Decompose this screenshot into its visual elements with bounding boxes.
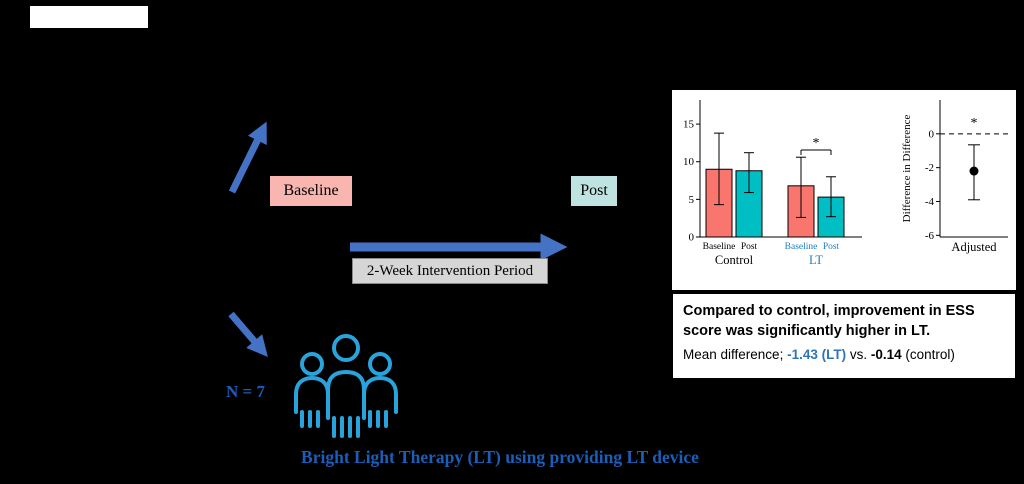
- baseline-label: Baseline: [270, 176, 352, 206]
- intervention-period-label: 2-Week Intervention Period: [352, 258, 548, 284]
- therapy-caption: Bright Light Therapy (LT) using providin…: [301, 447, 699, 467]
- svg-text:Difference in Difference: Difference in Difference: [901, 115, 913, 223]
- svg-text:Baseline: Baseline: [785, 242, 818, 252]
- svg-text:0: 0: [929, 128, 935, 140]
- summary-box: Compared to control, improvement in ESS …: [672, 293, 1016, 379]
- svg-text:10: 10: [683, 156, 695, 168]
- arrow-up-icon: [228, 121, 267, 194]
- mean-suffix: (control): [901, 346, 955, 362]
- mean-lt-value: -1.43 (LT): [787, 346, 847, 362]
- svg-text:0: 0: [689, 232, 695, 244]
- group-people-icon: [294, 334, 398, 438]
- mean-mid: vs.: [846, 346, 871, 362]
- summary-headline: Compared to control, improvement in ESS …: [683, 303, 975, 340]
- svg-text:LT: LT: [809, 253, 823, 267]
- svg-text:-6: -6: [925, 230, 935, 242]
- svg-text:-4: -4: [925, 196, 935, 208]
- svg-text:*: *: [813, 136, 820, 151]
- svg-text:*: *: [971, 116, 978, 131]
- svg-text:5: 5: [689, 194, 695, 206]
- arrow-down-icon: [228, 311, 268, 357]
- mean-difference-line: Mean difference; -1.43 (LT) vs. -0.14 (c…: [683, 347, 1005, 362]
- svg-text:Post: Post: [823, 242, 840, 252]
- svg-text:Adjusted: Adjusted: [951, 240, 997, 254]
- svg-text:Post: Post: [741, 242, 758, 252]
- svg-text:15: 15: [683, 119, 695, 131]
- svg-text:Control: Control: [715, 253, 754, 267]
- svg-text:-2: -2: [925, 162, 934, 174]
- mean-prefix: Mean difference;: [683, 346, 788, 362]
- mean-control-value: -0.14: [870, 346, 902, 362]
- sample-size-label: N = 7: [226, 382, 265, 401]
- svg-text:Baseline: Baseline: [703, 242, 736, 252]
- title-box: [30, 6, 148, 28]
- post-label: Post: [571, 176, 617, 206]
